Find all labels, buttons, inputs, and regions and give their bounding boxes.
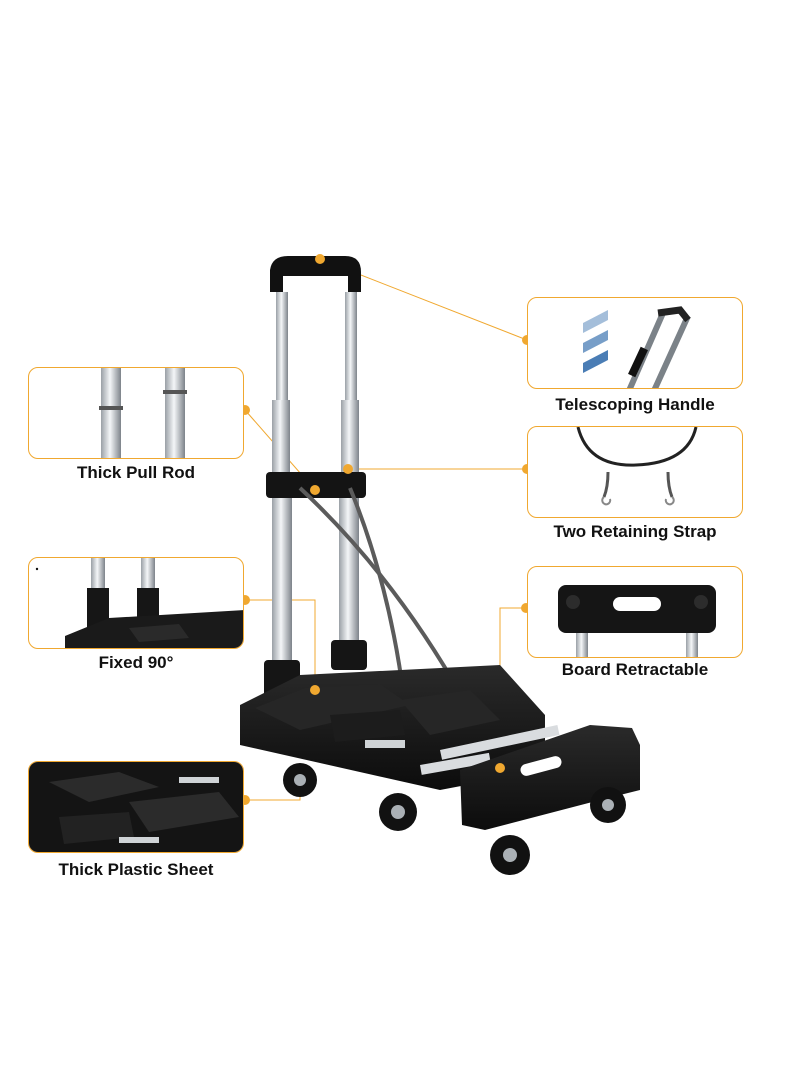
leader-lines (244, 258, 528, 801)
folding-trolley (240, 256, 640, 875)
bungee-strap-icon (576, 427, 698, 506)
callout-fixed-90 (28, 557, 244, 649)
plastic-deck-icon (29, 762, 243, 852)
label-telescoping-handle: Telescoping Handle (555, 395, 715, 414)
callout-board-retractable (527, 566, 743, 658)
label-thick-plastic-sheet: Thick Plastic Sheet (58, 860, 214, 879)
telescoping-handle-icon (583, 306, 691, 388)
hinge-lock-icon (35, 558, 243, 648)
label-fixed-90: Fixed 90° (98, 653, 174, 672)
pull-rod-icon (99, 368, 187, 458)
extension-board-icon (558, 585, 716, 657)
label-board-retractable: Board Retractable (561, 660, 709, 679)
callout-two-retaining-strap (527, 426, 743, 518)
callout-thick-plastic-sheet (28, 761, 244, 853)
callout-telescoping-handle (527, 297, 743, 389)
label-thick-pull-rod: Thick Pull Rod (76, 463, 196, 482)
label-two-retaining-strap: Two Retaining Strap (553, 522, 717, 541)
callout-thick-pull-rod (28, 367, 244, 459)
